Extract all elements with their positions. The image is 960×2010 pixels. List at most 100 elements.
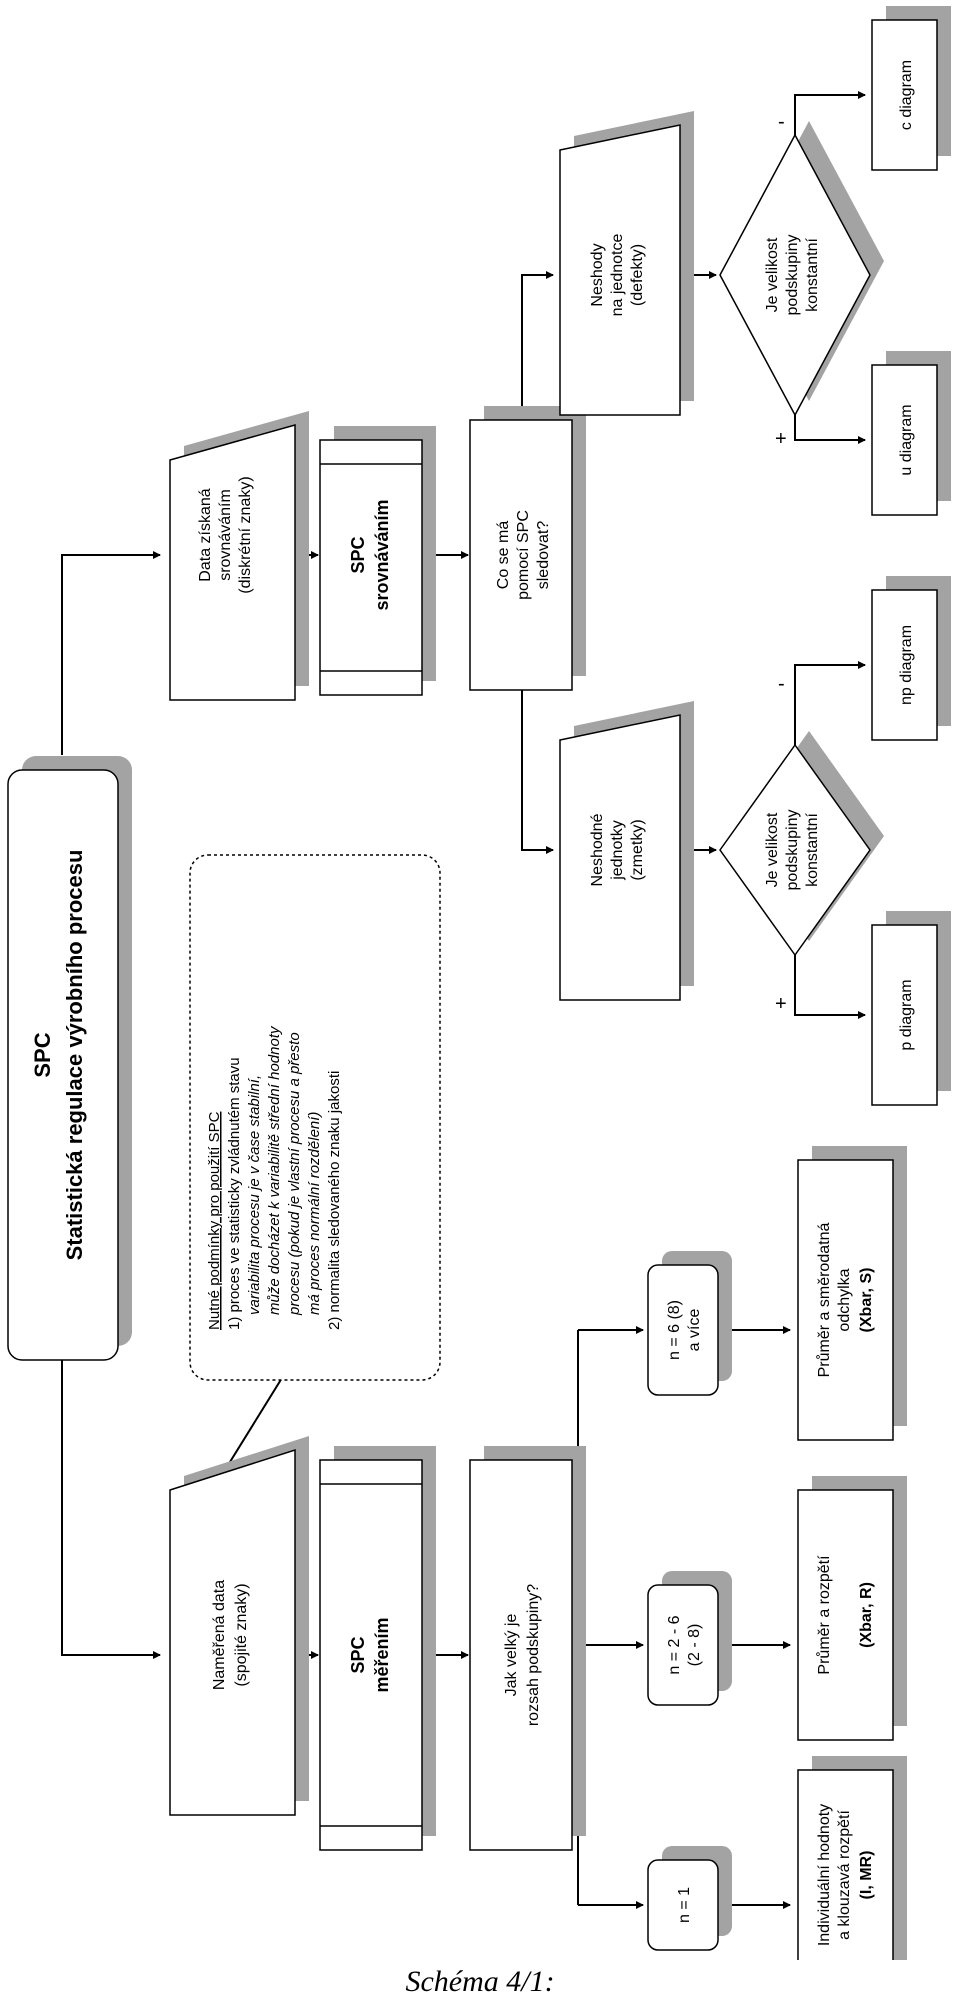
edge-root-left [61, 1360, 161, 1659]
np-chart-node [871, 576, 951, 741]
right-spc-node [319, 426, 436, 696]
chart2-node [797, 1476, 907, 1741]
shape [797, 1159, 894, 1441]
left-spc-node [319, 1446, 436, 1851]
text-line: konstantní [804, 813, 821, 887]
text-line: a více [686, 1309, 703, 1352]
root-label: SPC Statistická regulace výrobního proce… [30, 850, 87, 1261]
defects-label: Neshody na jednotce (defekty) [589, 234, 646, 317]
text-line: n = 1 [676, 1887, 693, 1923]
decision2-label: Je velikost podskupiny konstantní [764, 235, 821, 316]
text-line: sledovat? [535, 521, 552, 590]
text-line: n = 6 (8) [666, 1300, 683, 1360]
text-line: n = 2 - 6 [666, 1615, 683, 1674]
conditions-line: procesu (pokud je vlastní procesu a přes… [286, 1032, 303, 1316]
n2-node [647, 1571, 732, 1706]
plus-sign: + [775, 428, 787, 450]
shape [647, 1584, 719, 1706]
shape [469, 1459, 573, 1851]
edge-decision1-np [794, 661, 866, 750]
n1-node [647, 1846, 732, 1951]
edge-to-defectives [521, 690, 554, 854]
text-line: Data získaná [197, 488, 214, 581]
defectives-node [559, 701, 694, 1001]
text-line: Neshodné [589, 813, 606, 886]
n3-node [647, 1251, 732, 1396]
text-line: Individuální hodnoty [816, 1804, 833, 1946]
text-line: a klouzavá rozpětí [836, 1810, 853, 1940]
u-chart-node [871, 351, 951, 516]
shape [719, 133, 871, 417]
edge-root-right [61, 551, 161, 755]
edge-to-defects [521, 271, 554, 420]
figure-caption: Schéma 4/1: [405, 1965, 555, 1998]
right-question-node [469, 406, 586, 691]
shape [871, 364, 938, 516]
left-data-node [169, 1436, 309, 1816]
shape [719, 743, 871, 957]
plus-sign: + [775, 993, 787, 1015]
text-line: rozsah podskupiny? [525, 1584, 542, 1726]
text-line: konstantní [804, 238, 821, 312]
p-chart-label: p diagram [898, 979, 915, 1050]
root-node [7, 756, 132, 1361]
shape [871, 924, 938, 1106]
p-chart-node [871, 911, 951, 1106]
text-line: np diagram [898, 625, 915, 705]
shape [647, 1264, 719, 1396]
conditions-line: 1) proces ve statisticky zvládnutém stav… [226, 1057, 243, 1330]
defects-node [559, 111, 694, 416]
text-line: SPC [348, 1636, 368, 1673]
shape [797, 1769, 894, 1960]
conditions-line: 2) normalita sledovaného znaku jakosti [326, 1071, 343, 1330]
text-line: srovnáváním [372, 499, 392, 610]
conditions-line: má proces normální rozdělení) [306, 1112, 323, 1315]
spc-flowchart: SPC Statistická regulace výrobního proce… [7, 6, 951, 1960]
text-line: (Xbar, S) [858, 1268, 875, 1333]
chart3-node [797, 1146, 907, 1441]
shape [319, 1459, 423, 1851]
labels: SPC Statistická regulace výrobního proce… [30, 60, 915, 1946]
c-chart-node [871, 6, 951, 171]
text-line: (Xbar, R) [858, 1582, 875, 1648]
text-line: p diagram [898, 979, 915, 1050]
text-line: měřením [372, 1617, 392, 1692]
np-chart-label: np diagram [898, 625, 915, 705]
minus-sign: - [778, 111, 785, 133]
shape [559, 124, 681, 416]
shape [319, 439, 423, 696]
n2-label: n = 2 - 6 (2 - 8) [666, 1615, 703, 1674]
minus-sign: - [778, 673, 785, 695]
text-line: Je velikost [764, 812, 781, 887]
text-line: Neshody [589, 243, 606, 306]
right-data-label: Data získaná srovnáváním (diskrétní znak… [197, 476, 254, 593]
text-line: Co se má [495, 521, 512, 590]
edge-decision1-p [794, 950, 866, 1019]
text-line: jednotky [609, 820, 626, 881]
shape [797, 1489, 894, 1741]
left-data-label: Naměřená data (spojité znaky) [211, 1580, 250, 1690]
decision2-node [719, 121, 884, 417]
left-question-node [469, 1446, 586, 1851]
text-line: pomocí SPC [515, 510, 532, 600]
text-line: srovnáváním [217, 489, 234, 581]
text-line: (2 - 8) [686, 1624, 703, 1667]
conditions-label: Nutné podmínky pro použití SPC 1) proces… [206, 1025, 343, 1330]
text-line: podskupiny [784, 235, 801, 316]
u-chart-label: u diagram [898, 404, 915, 475]
shape [871, 589, 938, 741]
conditions-heading: Nutné podmínky pro použití SPC [206, 1111, 223, 1330]
n1-label: n = 1 [676, 1887, 693, 1923]
conditions-line: variabilita procesu je v čase stabilní, [246, 1075, 263, 1315]
text-line: (defekty) [629, 244, 646, 306]
left-spc-label: SPC měřením [348, 1617, 392, 1692]
text-line: odchylka [836, 1268, 853, 1331]
text-line: (I, MR) [858, 1851, 875, 1900]
text-line: Jak velký je [503, 1614, 520, 1697]
n3-label: n = 6 (8) a více [666, 1300, 703, 1360]
shape [189, 854, 441, 1381]
shape [169, 1448, 296, 1816]
shape [647, 1859, 719, 1951]
decision1-node [719, 731, 884, 957]
shape [871, 19, 938, 171]
